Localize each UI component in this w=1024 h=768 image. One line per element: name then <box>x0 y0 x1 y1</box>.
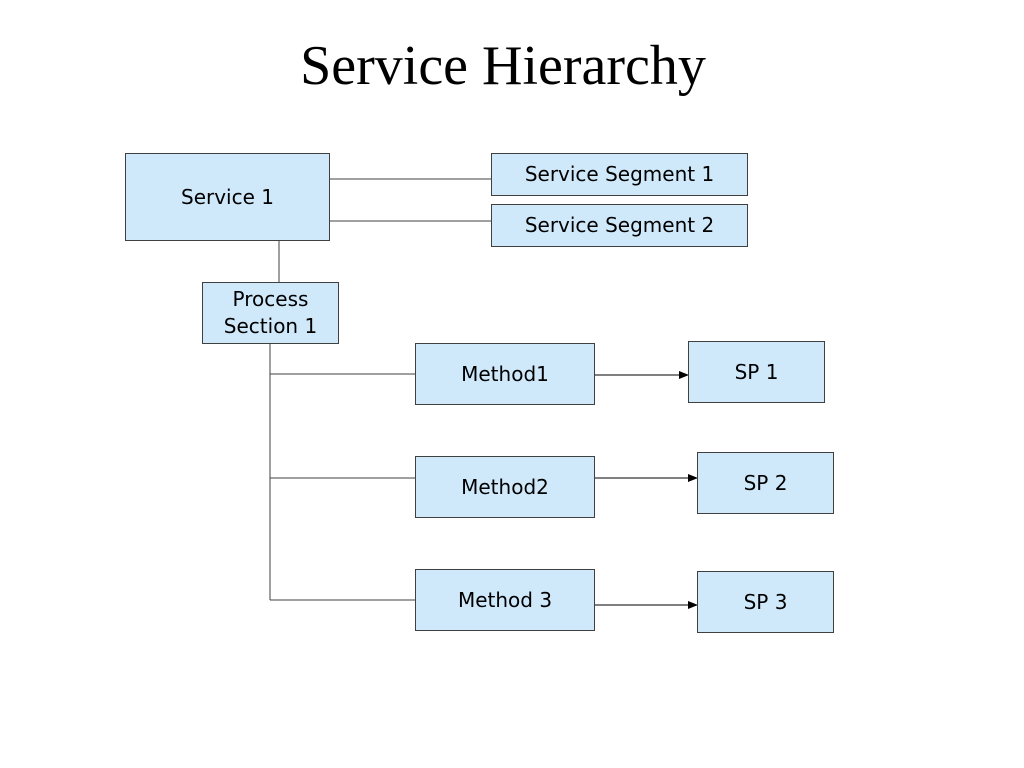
node-sp-3: SP 3 <box>697 571 834 633</box>
node-service-segment-2: Service Segment 2 <box>491 204 748 247</box>
node-sp-2: SP 2 <box>697 452 834 514</box>
slide-title: Service Hierarchy <box>300 35 706 97</box>
node-service-segment-1: Service Segment 1 <box>491 153 748 196</box>
node-method-3: Method 3 <box>415 569 595 631</box>
node-sp-1: SP 1 <box>688 341 825 403</box>
node-method-1: Method1 <box>415 343 595 405</box>
node-process-section-1: Process Section 1 <box>202 282 339 344</box>
node-service-1: Service 1 <box>125 153 330 241</box>
node-method-2: Method2 <box>415 456 595 518</box>
